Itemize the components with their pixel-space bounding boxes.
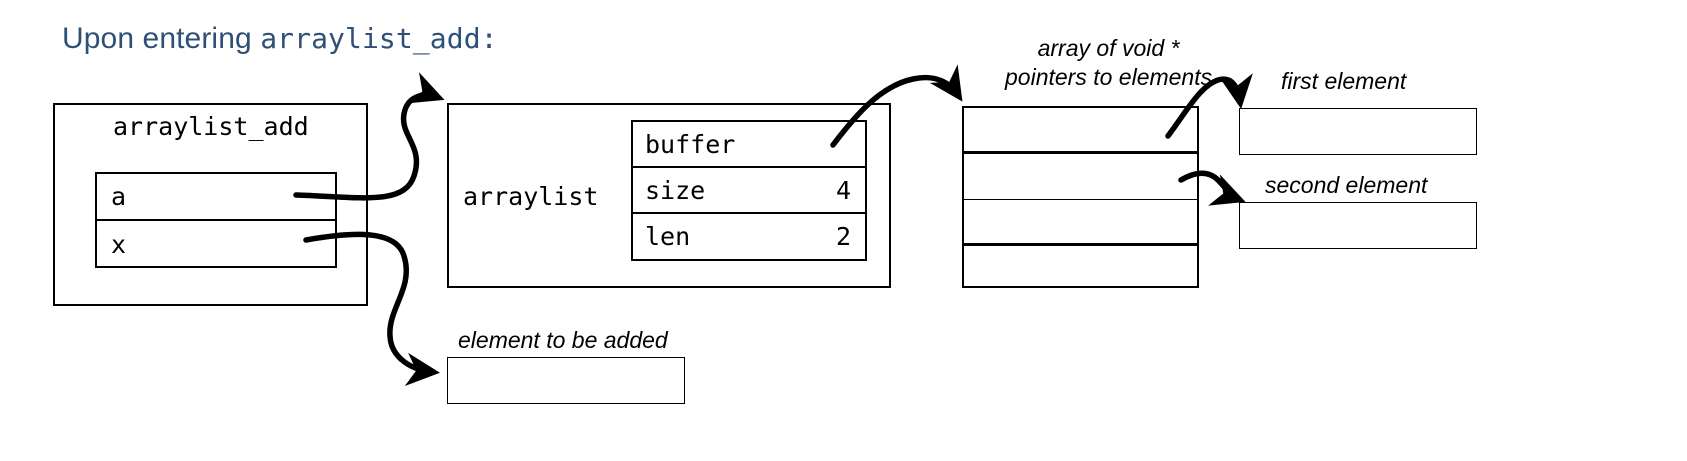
pointer-array-box xyxy=(962,106,1199,288)
arraylist-struct-table: buffer size 4 len 2 xyxy=(631,120,867,261)
title-code: arraylist_add: xyxy=(260,22,498,55)
first-element-label: first element xyxy=(1281,68,1407,94)
page-title: Upon entering arraylist_add: xyxy=(62,22,498,56)
pointer-array-cell-2 xyxy=(964,200,1197,246)
first-element-box xyxy=(1239,108,1477,155)
struct-row-size: size 4 xyxy=(633,168,865,214)
second-element-box xyxy=(1239,202,1477,249)
pointer-array-cell-0 xyxy=(964,108,1197,154)
stack-frame-title: arraylist_add xyxy=(113,112,309,141)
pointer-array-cell-3 xyxy=(964,246,1197,291)
struct-value-len: 2 xyxy=(835,222,851,251)
added-element-box xyxy=(447,357,685,404)
pointer-array-caption: array of void * pointers to elements xyxy=(1005,34,1212,93)
struct-row-len: len 2 xyxy=(633,214,865,259)
second-element-label: second element xyxy=(1265,172,1428,198)
arraylist-label: arraylist xyxy=(463,182,599,211)
added-element-label: element to be added xyxy=(458,327,668,353)
struct-field-len: len xyxy=(645,222,691,251)
variable-row-x: x xyxy=(97,221,335,267)
pointer-array-caption-line1: array of void * xyxy=(1037,35,1180,61)
variable-name-x: x xyxy=(111,229,127,259)
struct-value-size: 4 xyxy=(835,175,851,205)
struct-field-buffer: buffer xyxy=(645,129,736,159)
variable-name-a: a xyxy=(111,182,127,211)
variable-row-a: a xyxy=(97,174,335,221)
pointer-array-caption-line2: pointers to elements xyxy=(1005,64,1213,91)
title-prefix: Upon entering xyxy=(62,22,261,55)
struct-row-buffer: buffer xyxy=(633,122,865,168)
struct-field-size: size xyxy=(645,175,706,205)
stack-frame-variables: a x xyxy=(95,172,337,268)
pointer-array-cell-1 xyxy=(964,154,1197,200)
